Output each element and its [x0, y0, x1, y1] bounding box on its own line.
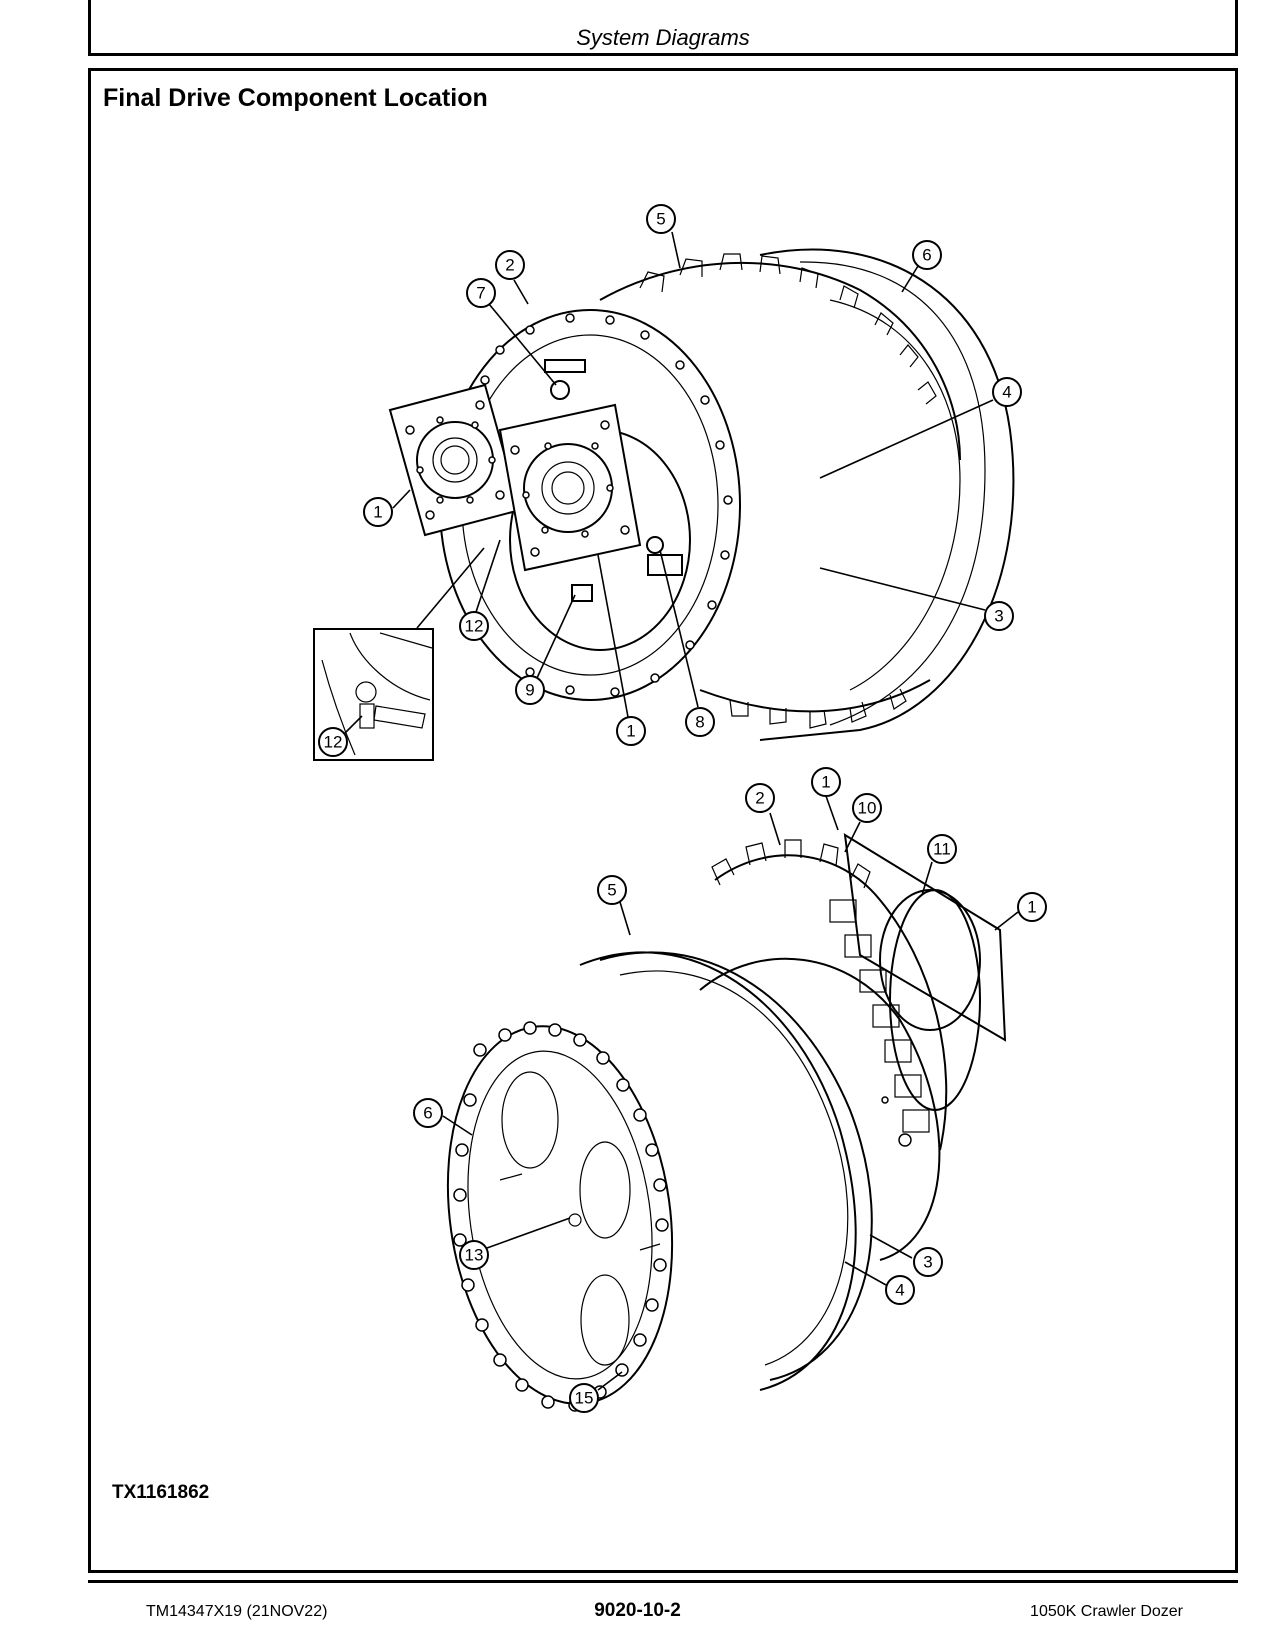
callout-upper-3: 3 [984, 601, 1014, 631]
callout-upper-7: 7 [466, 278, 496, 308]
callout-lower-5: 5 [597, 875, 627, 905]
callout-lower-11: 11 [927, 834, 957, 864]
page-title: Final Drive Component Location [103, 84, 488, 112]
svg-text:2: 2 [755, 789, 764, 808]
svg-text:11: 11 [933, 840, 951, 859]
callout-lower-15: 15 [569, 1383, 599, 1413]
lower-final-drive-drawing [446, 833, 1007, 1412]
svg-text:3: 3 [923, 1253, 932, 1272]
callout-upper-8: 8 [685, 707, 715, 737]
svg-text:1: 1 [373, 503, 382, 522]
footer-machine: 1050K Crawler Dozer [1030, 1603, 1183, 1620]
svg-text:6: 6 [423, 1104, 432, 1123]
callout-lower-1a: 1 [811, 767, 841, 797]
svg-text:13: 13 [465, 1246, 484, 1265]
callout-upper-5: 5 [646, 204, 676, 234]
svg-text:4: 4 [895, 1281, 904, 1300]
footer-page-number: 9020-10-2 [594, 1600, 681, 1621]
svg-text:6: 6 [922, 246, 931, 265]
callout-lower-4: 4 [885, 1275, 915, 1305]
callout-upper-9: 9 [515, 675, 545, 705]
svg-text:7: 7 [476, 284, 485, 303]
callout-upper-2: 2 [495, 250, 525, 280]
svg-text:15: 15 [575, 1389, 594, 1408]
svg-text:4: 4 [1002, 383, 1011, 402]
svg-text:3: 3 [994, 607, 1003, 626]
callout-lower-2: 2 [745, 783, 775, 813]
callout-upper-12b: 12 [318, 727, 348, 757]
section-title: System Diagrams [576, 25, 750, 50]
svg-text:10: 10 [858, 799, 877, 818]
callout-upper-6: 6 [912, 240, 942, 270]
svg-text:9: 9 [525, 681, 534, 700]
callout-lower-10: 10 [852, 793, 882, 823]
svg-text:12: 12 [465, 617, 484, 636]
callout-leaders [342, 231, 1019, 1391]
callout-upper-1b: 1 [616, 716, 646, 746]
header-box: System Diagrams [88, 0, 1238, 56]
callout-lower-6: 6 [413, 1098, 443, 1128]
svg-text:1: 1 [821, 773, 830, 792]
upper-final-drive-drawing [313, 248, 1015, 761]
svg-text:12: 12 [324, 733, 343, 752]
footer-rule [88, 1580, 1238, 1583]
svg-text:1: 1 [626, 722, 635, 741]
svg-text:8: 8 [695, 713, 704, 732]
figure-frame [88, 68, 1238, 1573]
svg-text:5: 5 [656, 210, 665, 229]
callout-lower-1b: 1 [1017, 892, 1047, 922]
callout-lower-13: 13 [459, 1240, 489, 1270]
svg-text:1: 1 [1027, 898, 1036, 917]
footer-doc-id: TM14347X19 (21NOV22) [146, 1603, 328, 1620]
callout-upper-1a: 1 [363, 497, 393, 527]
svg-text:2: 2 [505, 256, 514, 275]
callout-upper-12a: 12 [459, 611, 489, 641]
svg-text:5: 5 [607, 881, 616, 900]
figure-id: TX1161862 [112, 1482, 210, 1503]
callout-bubbles: 5 6 2 7 4 1 3 12 9 1 8 12 1 2 10 11 1 5 … [318, 204, 1047, 1413]
callout-upper-4: 4 [992, 377, 1022, 407]
callout-lower-3: 3 [913, 1247, 943, 1277]
